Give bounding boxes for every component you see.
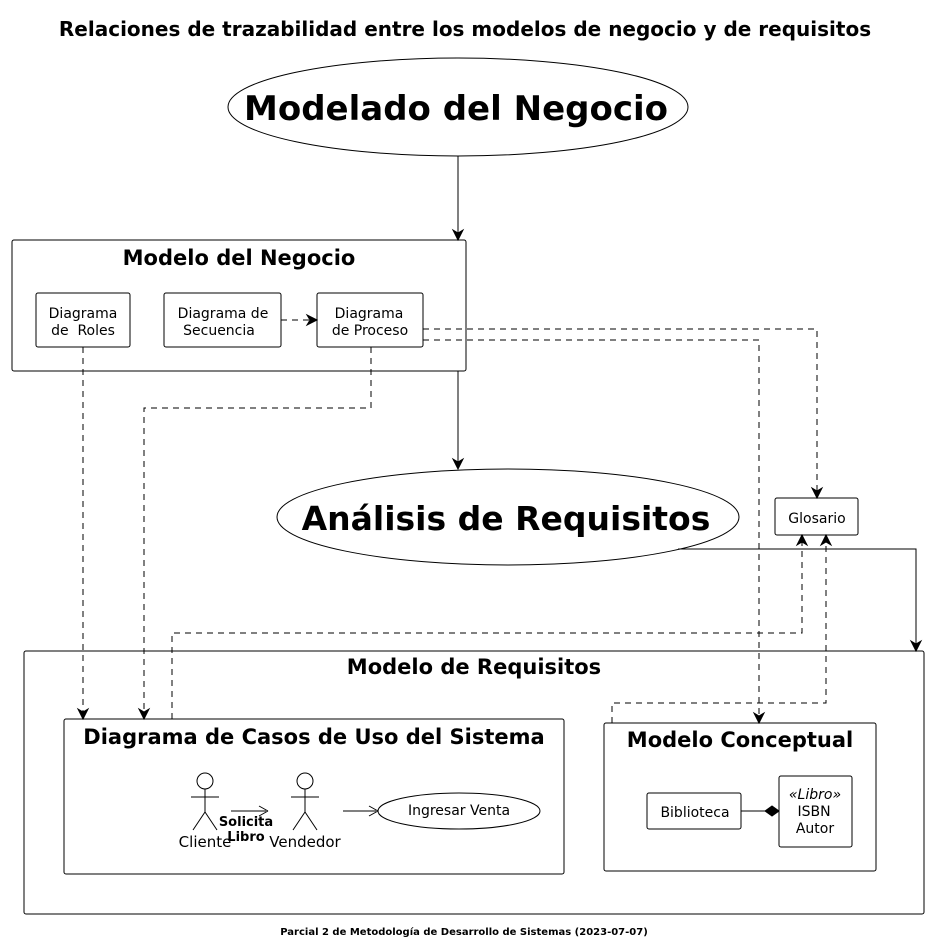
glossary-node: Glosario [774,497,859,536]
business-model-package: Modelo del Negocio Diagrama de Roles Dia… [11,239,467,372]
library-label: Biblioteca [660,805,729,821]
process-line2: de Proceso [332,323,408,339]
business-model-to-analysis-arrow [451,371,465,471]
diagram-title: Relaciones de trazabilidad entre los mod… [59,17,871,41]
client-actor-label: Cliente [179,833,232,851]
sequence-to-process-arrow [281,313,319,327]
sequence-line1: Diagrama de [178,306,269,322]
book-class-node: «Libro» ISBN Autor [778,775,853,848]
footer-caption: Parcial 2 de Metodología de Desarrollo d… [280,926,648,938]
sequence-diagram-node: Diagrama de Secuencia [163,292,282,348]
business-modeling-node: Modelado del Negocio [227,57,689,157]
conceptual-model-title: Modelo Conceptual [627,728,853,752]
analysis-to-requirements-model-arrow [678,548,923,653]
conceptual-to-glossary-arrow [611,533,833,723]
requirements-model-package: Modelo de Requisitos Diagrama de Casos d… [23,650,925,915]
requirements-analysis-node: Análisis de Requisitos [276,468,740,566]
roles-diagram-node: Diagrama de Roles [35,292,131,348]
process-to-use-cases-arrow [137,347,372,721]
conceptual-model-package: Modelo Conceptual Biblioteca «Libro» ISB… [603,722,877,872]
process-diagram-node: Diagrama de Proceso [316,292,424,348]
use-case-diagram-title: Diagrama de Casos de Uso del Sistema [83,725,544,749]
seller-actor-label: Vendedor [269,833,341,851]
glossary-label: Glosario [788,511,845,527]
request-message-line2: Libro [227,830,264,845]
book-stereotype: «Libro» [789,787,841,803]
book-attr-author: Autor [796,821,835,837]
seller-actor-icon [291,772,319,831]
use-cases-to-glossary-arrow [171,533,809,719]
process-to-conceptual-arrow [423,339,766,725]
request-message-line1: Solicita [219,815,273,830]
process-to-glossary-arrow [423,328,824,500]
requirements-analysis-label: Análisis de Requisitos [302,499,711,538]
business-modeling-label: Modelado del Negocio [244,89,668,129]
enter-sale-usecase: Ingresar Venta [377,792,541,830]
roles-to-use-cases-arrow [76,347,90,721]
modeling-to-business-model-arrow [451,156,465,242]
roles-line1: Diagrama [49,306,118,322]
seller-to-usecase-arrow [343,805,379,817]
roles-line2: de Roles [51,323,115,339]
enter-sale-label: Ingresar Venta [408,803,510,819]
requirements-model-title: Modelo de Requisitos [347,655,601,679]
library-class-node: Biblioteca [646,792,742,830]
sequence-line2: Secuencia [183,323,255,339]
process-line1: Diagrama [335,306,404,322]
use-case-diagram-package: Diagrama de Casos de Uso del Sistema Cli… [63,718,565,875]
client-actor-icon [191,772,219,831]
business-model-title: Modelo del Negocio [123,246,356,270]
book-attr-isbn: ISBN [797,804,830,820]
request-book-arrow [231,805,269,817]
